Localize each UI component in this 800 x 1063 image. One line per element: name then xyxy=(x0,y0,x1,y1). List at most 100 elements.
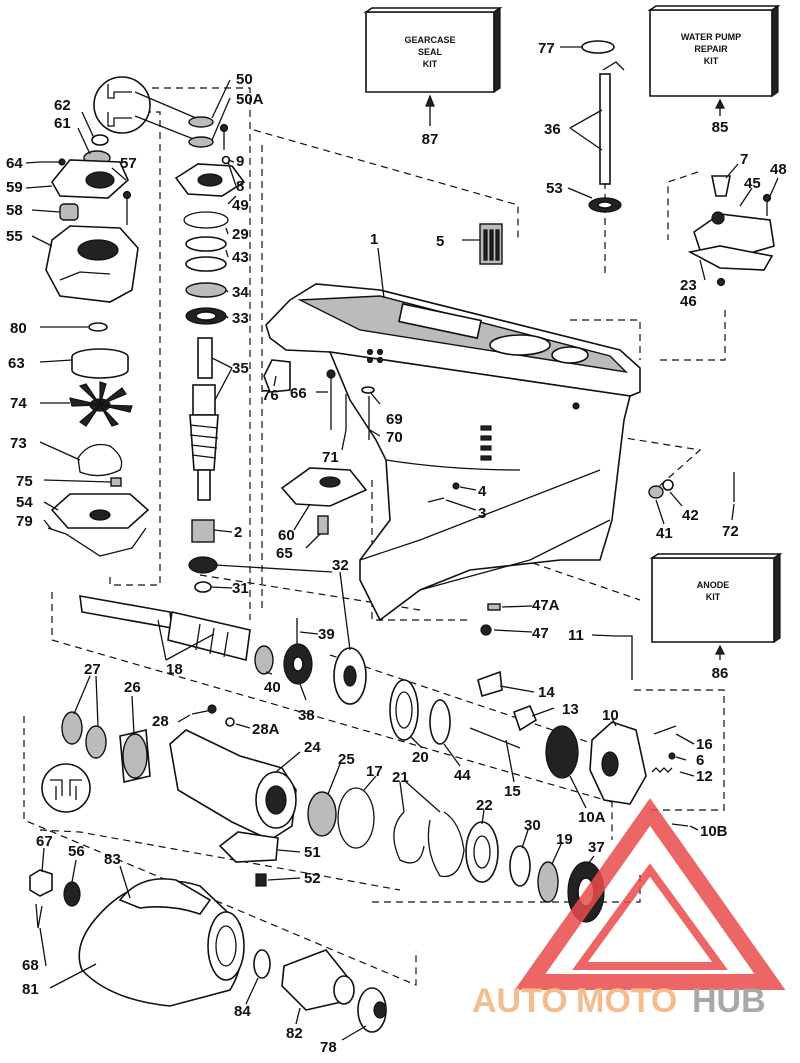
label-64: 64 xyxy=(6,155,23,172)
label-81: 81 xyxy=(22,981,39,998)
automotohub-watermark: AUTO MOTO HUB xyxy=(472,798,786,1020)
driveshaft-stack xyxy=(174,123,246,593)
water-pump-kit-line2: REPAIR xyxy=(694,44,728,54)
label-83: 83 xyxy=(104,851,121,868)
label-72: 72 xyxy=(722,523,739,540)
seal-detail-inset xyxy=(93,76,214,148)
label-31: 31 xyxy=(232,580,249,597)
label-82: 82 xyxy=(286,1025,303,1042)
label-24: 24 xyxy=(304,739,321,756)
anode-kit-box: ANODE KIT xyxy=(649,552,783,644)
label-59: 59 xyxy=(6,179,23,196)
label-79: 79 xyxy=(16,513,33,530)
label-2: 2 xyxy=(234,524,242,541)
label-21: 21 xyxy=(392,769,409,786)
label-42: 42 xyxy=(682,507,699,524)
label-70: 70 xyxy=(386,429,403,446)
label-75: 75 xyxy=(16,473,33,490)
label-13: 13 xyxy=(562,701,579,718)
gearcase-seal-kit-line3: KIT xyxy=(423,59,438,69)
housing-fasteners xyxy=(280,369,735,680)
label-10A: 10A xyxy=(578,809,606,826)
label-85: 85 xyxy=(712,119,729,136)
label-11: 11 xyxy=(568,627,584,644)
label-28: 28 xyxy=(152,713,169,730)
label-6: 6 xyxy=(696,752,704,769)
label-19: 19 xyxy=(556,831,573,848)
label-78: 78 xyxy=(320,1039,337,1056)
label-76: 76 xyxy=(262,387,279,404)
label-41: 41 xyxy=(656,525,673,542)
label-67: 67 xyxy=(36,833,53,850)
anode-kit-line1: ANODE xyxy=(697,580,730,590)
label-32: 32 xyxy=(332,557,349,574)
label-57: 57 xyxy=(120,155,137,172)
label-77: 77 xyxy=(538,40,555,57)
gearcase-seal-kit-line1: GEARCASE xyxy=(404,35,455,45)
label-63: 63 xyxy=(8,355,25,372)
gearcase-housing xyxy=(265,283,641,622)
label-3: 3 xyxy=(478,505,486,522)
label-66: 66 xyxy=(290,385,307,402)
callout-labels: 1 2 3 4 5 6 7 8 9 10 10A 10B 11 12 13 14… xyxy=(6,40,787,1056)
label-62: 62 xyxy=(54,97,71,114)
label-53: 53 xyxy=(546,180,563,197)
label-47: 47 xyxy=(532,625,549,642)
label-84: 84 xyxy=(234,1003,251,1020)
label-54: 54 xyxy=(16,494,33,511)
label-22: 22 xyxy=(476,797,493,814)
label-25: 25 xyxy=(338,751,355,768)
anode-kit-line2: KIT xyxy=(706,592,721,602)
label-35: 35 xyxy=(232,360,249,377)
label-38: 38 xyxy=(298,707,315,724)
label-10B: 10B xyxy=(700,823,728,840)
label-10: 10 xyxy=(602,707,619,724)
label-34: 34 xyxy=(232,284,249,301)
label-73: 73 xyxy=(10,435,27,452)
label-87: 87 xyxy=(422,131,439,148)
label-5: 5 xyxy=(436,233,444,250)
water-pump-stack xyxy=(40,134,150,557)
label-46: 46 xyxy=(680,293,697,310)
label-58: 58 xyxy=(6,202,23,219)
label-1: 1 xyxy=(370,231,378,248)
label-48: 48 xyxy=(770,161,787,178)
label-71: 71 xyxy=(322,449,339,466)
label-16: 16 xyxy=(696,736,713,753)
label-86: 86 xyxy=(712,665,729,682)
label-80: 80 xyxy=(10,320,27,337)
label-37: 37 xyxy=(588,839,605,856)
watermark-auto-text: AUTO xyxy=(472,982,568,1020)
label-8: 8 xyxy=(236,178,244,195)
label-69: 69 xyxy=(386,411,403,428)
propshaft-assembly xyxy=(79,595,689,827)
label-12: 12 xyxy=(696,768,713,785)
water-pump-kit-line1: WATER PUMP xyxy=(681,32,741,42)
label-14: 14 xyxy=(538,684,555,701)
label-28A: 28A xyxy=(252,721,280,738)
label-36: 36 xyxy=(544,121,561,138)
label-20: 20 xyxy=(412,749,429,766)
watermark-triangle-logo xyxy=(514,798,786,990)
label-44: 44 xyxy=(454,767,471,784)
label-4: 4 xyxy=(478,483,487,500)
label-30: 30 xyxy=(524,817,541,834)
gearcase-seal-kit-line2: SEAL xyxy=(418,47,443,57)
label-18: 18 xyxy=(166,661,183,678)
label-9: 9 xyxy=(236,153,244,170)
label-45: 45 xyxy=(744,175,761,192)
label-65: 65 xyxy=(276,545,293,562)
label-23: 23 xyxy=(680,277,697,294)
label-39: 39 xyxy=(318,626,335,643)
label-52: 52 xyxy=(304,870,321,887)
water-pump-kit-box: WATER PUMP REPAIR KIT xyxy=(647,4,781,98)
label-55: 55 xyxy=(6,228,23,245)
label-61: 61 xyxy=(54,115,71,132)
label-47A: 47A xyxy=(532,597,560,614)
watermark-hub-text: HUB xyxy=(692,982,766,1020)
label-15: 15 xyxy=(504,783,521,800)
misc-top-parts xyxy=(263,40,775,393)
label-29: 29 xyxy=(232,226,249,243)
label-27: 27 xyxy=(84,661,101,678)
